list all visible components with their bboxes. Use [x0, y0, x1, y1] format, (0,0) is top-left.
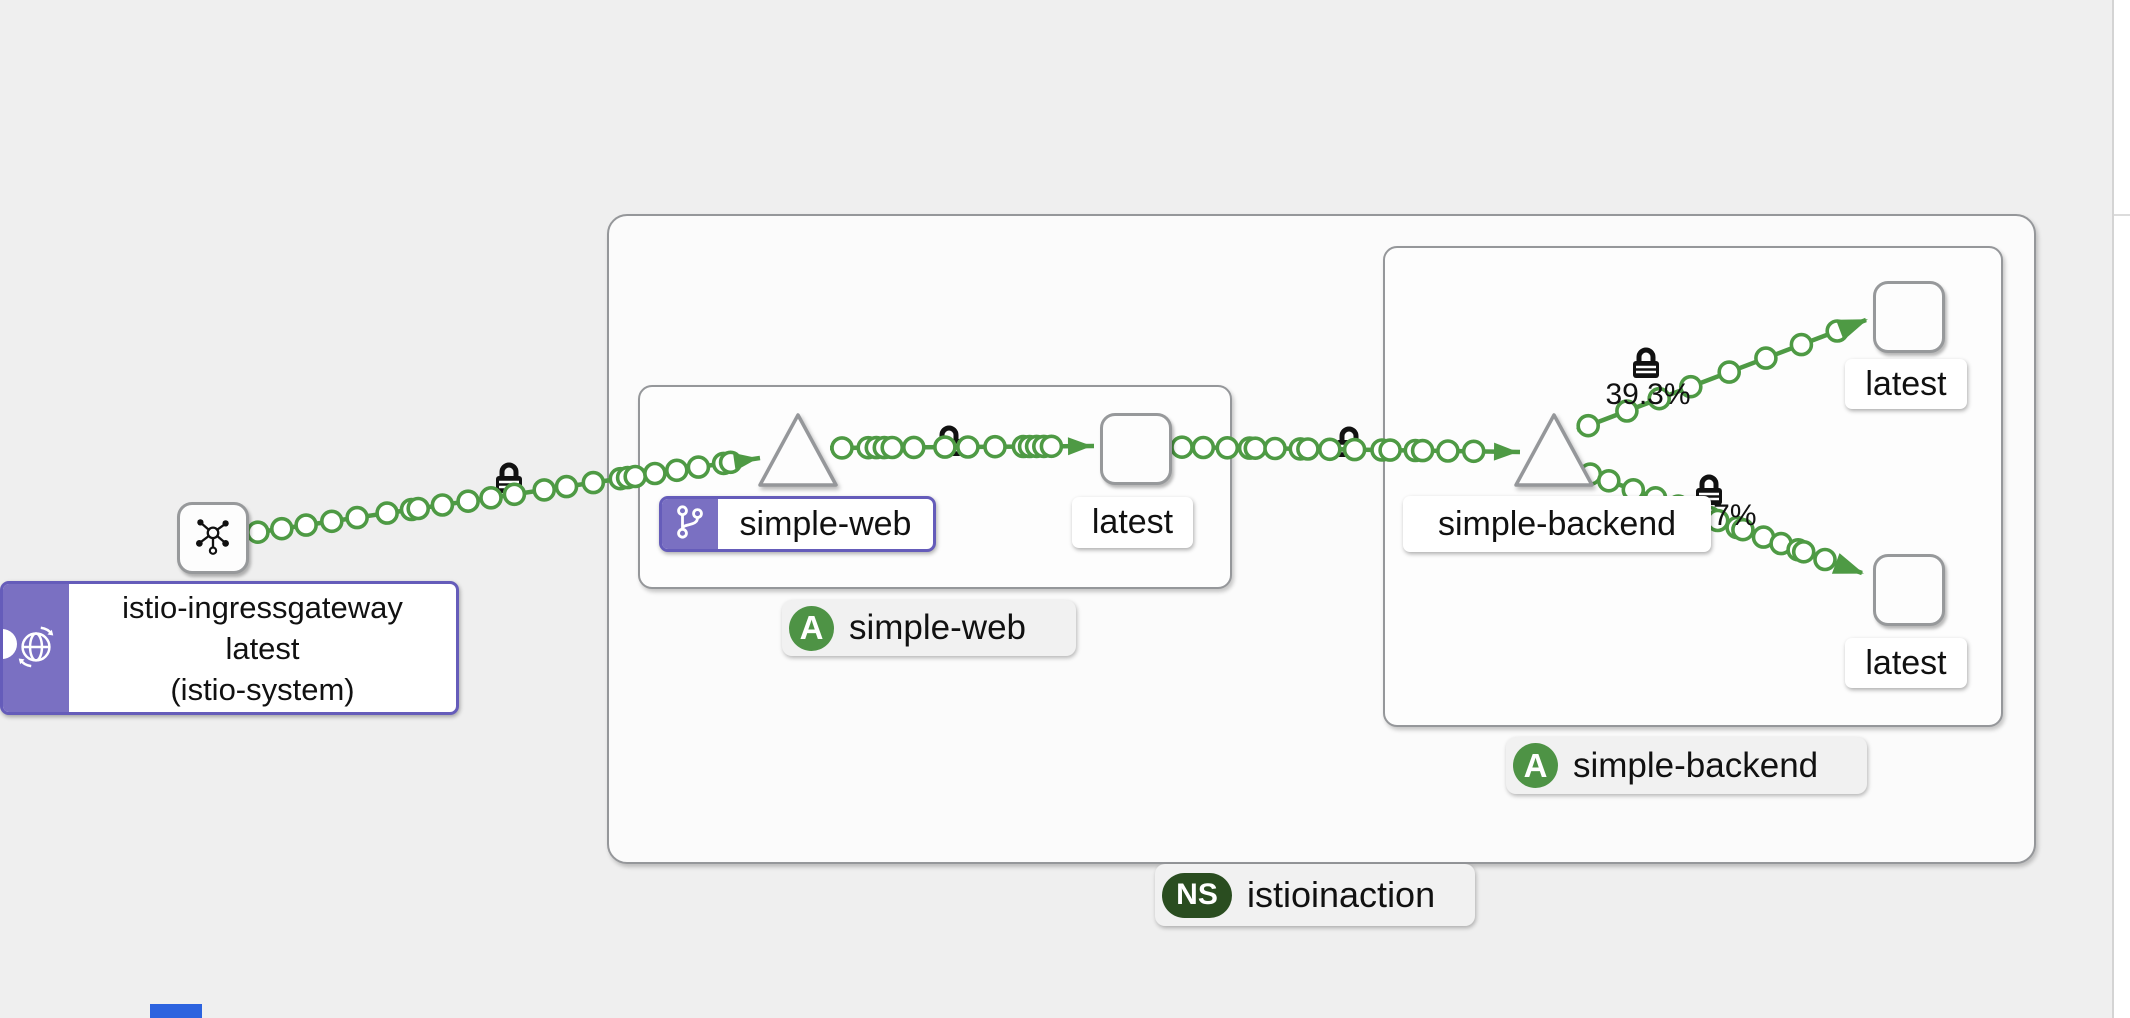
mtls-lock-icon	[933, 423, 965, 459]
label-istio-ingressgateway[interactable]: istio-ingressgateway latest (istio-syste…	[0, 581, 459, 715]
label-workload-latest[interactable]: latest	[1845, 359, 1967, 409]
namespace-badge-text: istioinaction	[1247, 874, 1436, 915]
code-branch-icon	[675, 504, 705, 545]
namespace-abbrev-badge: NS	[1162, 872, 1232, 918]
root-indicator-dot	[3, 629, 17, 659]
app-abbrev-badge: A	[1513, 743, 1558, 788]
node-workload-simple-backend-v2[interactable]	[1873, 554, 1945, 626]
node-service-simple-web[interactable]	[753, 408, 843, 490]
node-workload-simple-backend-v1[interactable]	[1873, 281, 1945, 353]
node-workload-simple-web-latest[interactable]	[1100, 413, 1172, 485]
gateway-version: latest	[225, 630, 300, 666]
gateway-namespace: (istio-system)	[170, 671, 355, 707]
app-abbrev-badge: A	[789, 605, 834, 651]
label-service-simple-web[interactable]: simple-web	[659, 496, 936, 552]
app-badge-text: simple-backend	[1573, 745, 1819, 785]
app-badge-text: simple-web	[849, 608, 1026, 647]
gateway-name: istio-ingressgateway	[122, 589, 403, 625]
side-panel-edge[interactable]	[2112, 0, 2130, 1018]
globe-arrows-icon	[13, 623, 59, 674]
edge-percent-label: 39.3%	[1605, 378, 1691, 411]
namespace-badge-istioinaction[interactable]: NS istioinaction	[1155, 864, 1475, 926]
node-istio-ingressgateway[interactable]	[177, 502, 249, 574]
gateway-accent	[3, 584, 69, 712]
side-panel-divider	[2114, 214, 2130, 216]
label-service-simple-backend[interactable]: simple-backend	[1403, 496, 1711, 552]
mesh-icon	[192, 515, 234, 562]
virtual-service-badge	[662, 499, 718, 549]
label-workload-latest[interactable]: latest	[1072, 497, 1193, 548]
mtls-lock-icon	[493, 460, 525, 496]
blue-artifact	[150, 1004, 202, 1018]
mtls-lock-icon	[1333, 424, 1365, 460]
app-badge-simple-backend[interactable]: A simple-backend	[1506, 737, 1867, 794]
service-label-text: simple-web	[739, 504, 912, 543]
gateway-label-text: istio-ingressgateway latest (istio-syste…	[69, 584, 456, 712]
node-service-simple-backend[interactable]	[1509, 408, 1599, 490]
mtls-lock-icon	[1630, 345, 1662, 381]
label-workload-latest[interactable]: latest	[1845, 638, 1967, 688]
app-badge-simple-web[interactable]: A simple-web	[782, 600, 1076, 656]
